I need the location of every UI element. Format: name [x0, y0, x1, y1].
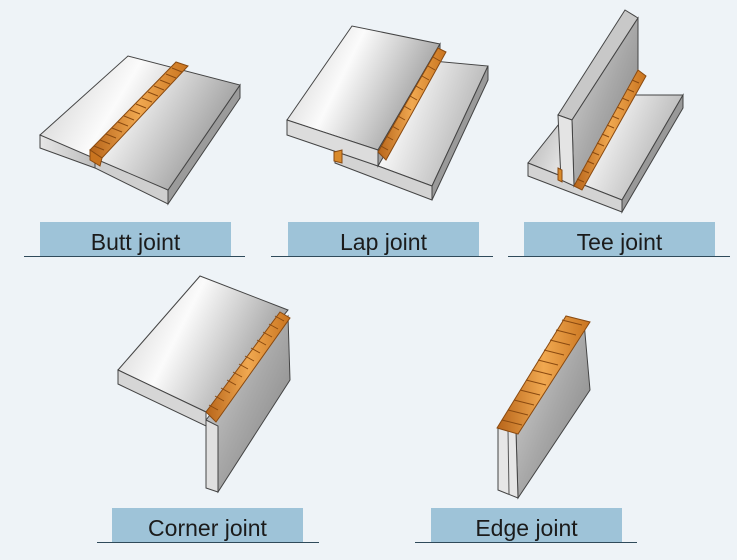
butt-joint-figure: [39, 55, 241, 206]
edge-joint-underline: [415, 542, 637, 543]
corner-weld-bead: [205, 311, 291, 423]
corner-joint-figure: [117, 275, 291, 494]
corner-joint-underline: [97, 542, 319, 543]
tee-joint-underline: [508, 256, 730, 257]
lap-joint-figure: [286, 25, 489, 201]
butt-weld-bead: [89, 61, 189, 167]
edge-joint-label: Edge joint: [431, 508, 622, 542]
tee-joint-label: Tee joint: [524, 222, 715, 256]
tee-weld-bead: [557, 69, 647, 191]
lap-joint-underline: [271, 256, 493, 257]
lap-weld-bead: [333, 47, 447, 164]
edge-joint-figure: [496, 315, 591, 500]
butt-joint-label: Butt joint: [40, 222, 231, 256]
lap-joint-label: Lap joint: [288, 222, 479, 256]
butt-joint-underline: [24, 256, 245, 257]
edge-weld-bead: [496, 315, 591, 435]
tee-joint-figure: [527, 9, 684, 214]
corner-joint-label: Corner joint: [112, 508, 303, 542]
